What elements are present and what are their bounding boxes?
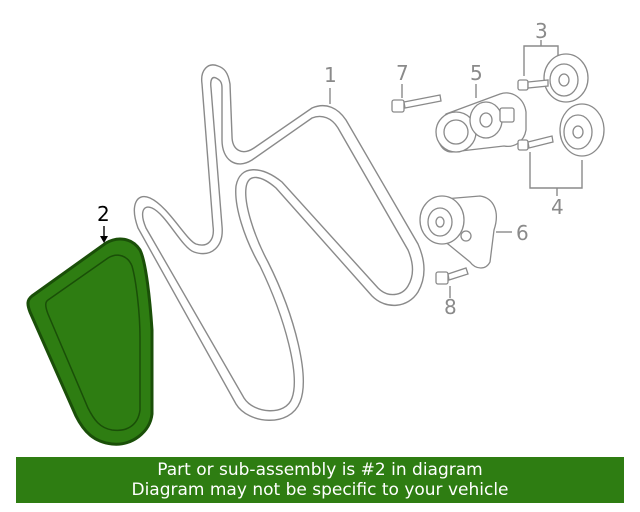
- upper-tensioner[interactable]: [435, 92, 527, 153]
- callout-1: 1: [324, 63, 337, 87]
- idler-pulley-bottom[interactable]: [517, 103, 605, 157]
- callout-4-leader: [529, 152, 583, 189]
- callout-8: 8: [444, 295, 457, 319]
- callout-4: 4: [551, 195, 564, 219]
- serpentine-belt[interactable]: [133, 64, 425, 421]
- callout-3: 3: [535, 19, 548, 43]
- banner-line-1: Part or sub-assembly is #2 in diagram: [157, 460, 483, 480]
- callout-2: 2: [97, 202, 110, 226]
- parts-diagram: 1 2 7 5 3 4: [26, 19, 605, 446]
- idler-pulley-top[interactable]: [517, 53, 589, 103]
- highlighted-belt[interactable]: [26, 237, 154, 446]
- info-banner: Part or sub-assembly is #2 in diagram Di…: [16, 457, 624, 503]
- callout-5: 5: [470, 61, 483, 85]
- callout-6: 6: [516, 221, 529, 245]
- callout-7: 7: [396, 61, 409, 85]
- lower-tensioner[interactable]: [419, 195, 497, 269]
- callout-2-arrow: [100, 236, 108, 243]
- upper-bolt[interactable]: [391, 94, 442, 113]
- banner-line-2: Diagram may not be specific to your vehi…: [131, 480, 509, 500]
- lower-bolt[interactable]: [435, 267, 469, 285]
